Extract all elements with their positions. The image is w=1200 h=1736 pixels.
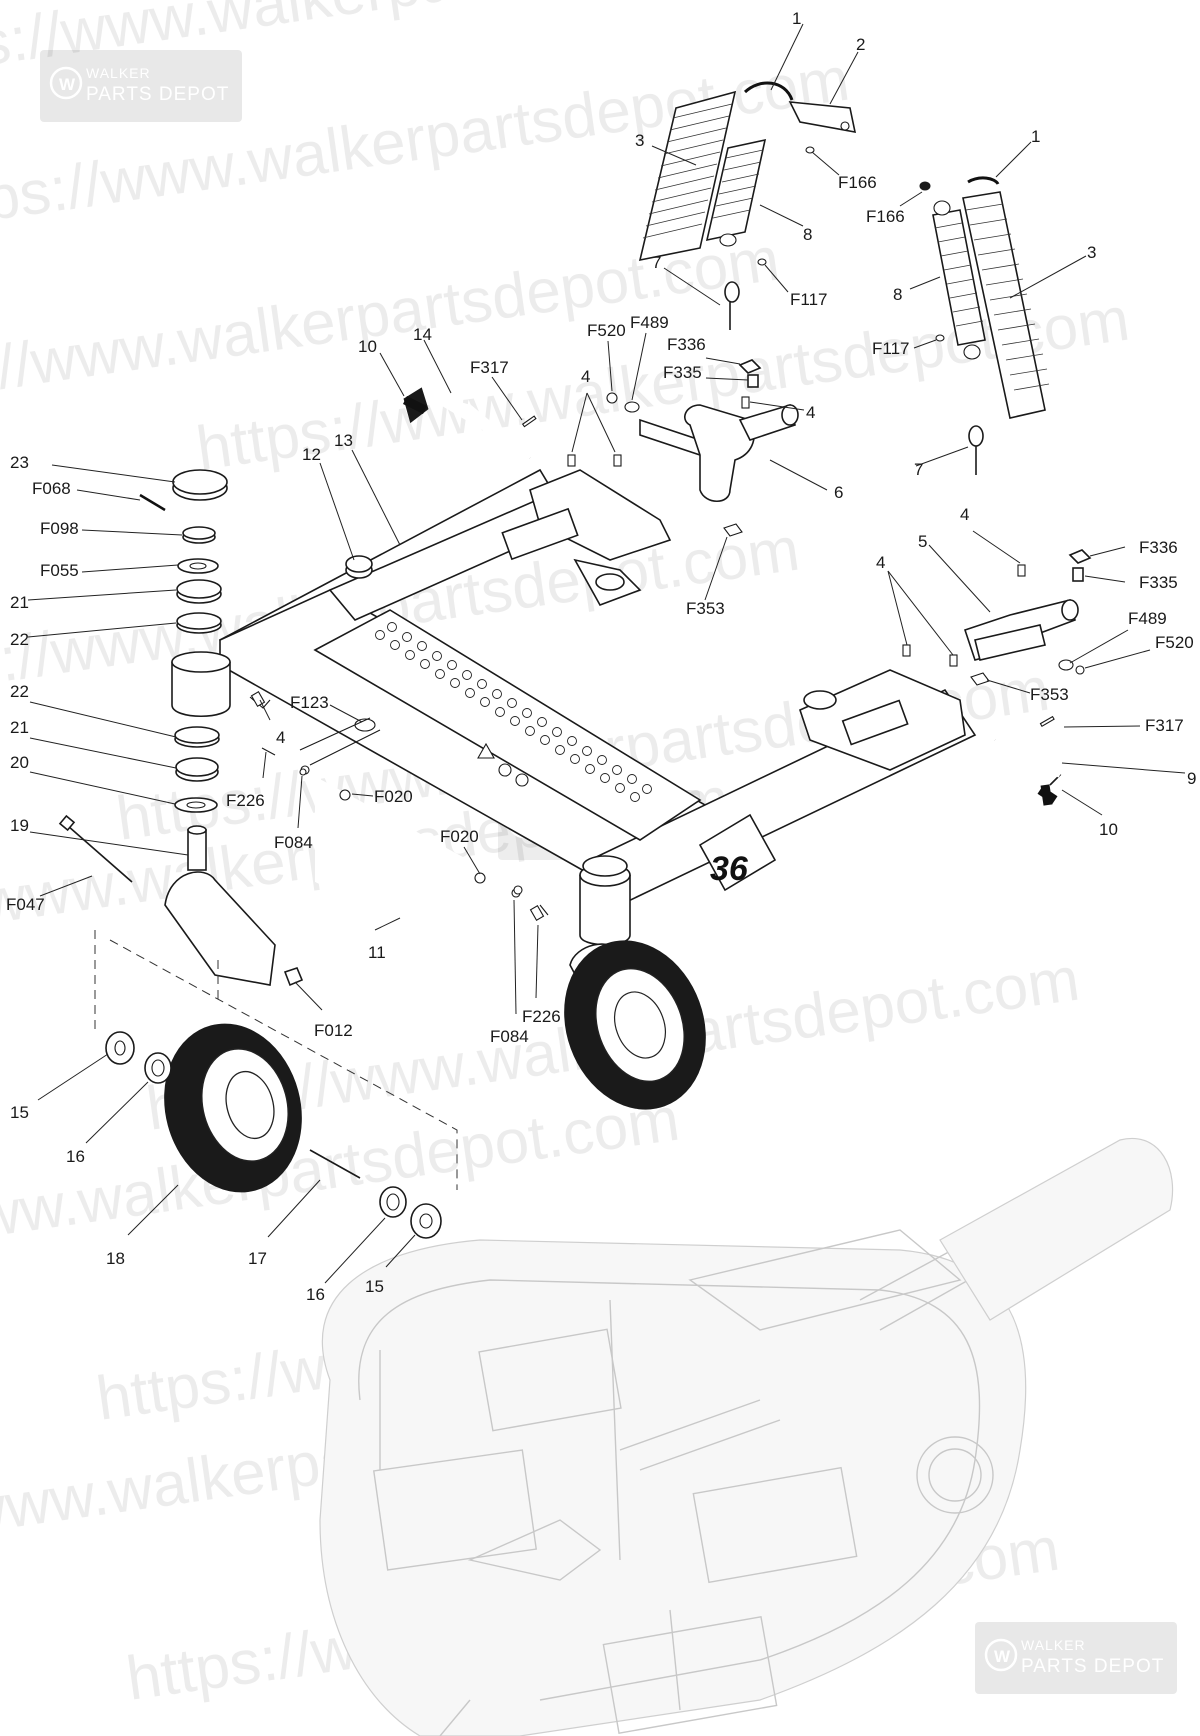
callout-f353: F353 bbox=[686, 599, 725, 618]
callout-f226: F226 bbox=[522, 1007, 561, 1026]
callout-20: 20 bbox=[10, 753, 29, 772]
callout-14: 14 bbox=[413, 325, 432, 344]
callout-f055: F055 bbox=[40, 561, 79, 580]
left-pivot-arm bbox=[639, 403, 799, 503]
callout-6: 6 bbox=[834, 483, 843, 502]
mower-deck-ghost bbox=[319, 1137, 1174, 1736]
callout-11: 11 bbox=[368, 943, 386, 962]
callout-10: 10 bbox=[1099, 820, 1118, 839]
callout-4: 4 bbox=[876, 553, 885, 572]
right-pivot-arm bbox=[963, 599, 1079, 661]
callout-f020: F020 bbox=[440, 827, 479, 846]
callout-22: 22 bbox=[10, 630, 29, 649]
callout-f336: F336 bbox=[1139, 538, 1178, 557]
callout-7: 7 bbox=[652, 253, 661, 272]
callout-4: 4 bbox=[276, 728, 285, 747]
callout-f117: F117 bbox=[790, 290, 828, 309]
callout-19: 19 bbox=[10, 816, 29, 835]
callout-4: 4 bbox=[581, 367, 590, 386]
callout-18: 18 bbox=[106, 1249, 125, 1268]
logo-mark: W bbox=[59, 75, 76, 94]
callout-f520: F520 bbox=[1155, 633, 1194, 652]
callout-8: 8 bbox=[803, 225, 812, 244]
deck-size-label: 36 bbox=[710, 850, 749, 888]
callout-f123: F123 bbox=[290, 693, 329, 712]
callout-f335: F335 bbox=[663, 363, 702, 382]
safety-label-icon bbox=[498, 763, 512, 777]
safety-label-icon bbox=[515, 773, 529, 787]
callout-21: 21 bbox=[10, 593, 29, 612]
callout-3: 3 bbox=[1087, 243, 1096, 262]
callout-f084: F084 bbox=[274, 833, 313, 852]
callout-f489: F489 bbox=[1128, 609, 1167, 628]
callout-12: 12 bbox=[302, 445, 321, 464]
leader-lines bbox=[27, 23, 1186, 1284]
callout-f020: F020 bbox=[374, 787, 413, 806]
left-lift-handle bbox=[402, 387, 537, 461]
callout-f317: F317 bbox=[1145, 716, 1184, 735]
callout-f489: F489 bbox=[630, 313, 669, 332]
logo-line1: WALKER bbox=[1021, 1637, 1086, 1653]
callout-f166: F166 bbox=[838, 173, 877, 192]
callout-4: 4 bbox=[960, 505, 969, 524]
callout-5: 5 bbox=[918, 532, 927, 551]
right-lift-handle bbox=[993, 715, 1062, 806]
callout-f117: F117 bbox=[872, 339, 910, 358]
callout-f098: F098 bbox=[40, 519, 79, 538]
callout-f166: F166 bbox=[866, 207, 905, 226]
main-frame: 36 bbox=[218, 468, 977, 907]
callout-1: 1 bbox=[792, 9, 801, 28]
walker-logo-icon bbox=[49, 66, 83, 100]
callout-13: 13 bbox=[334, 431, 353, 450]
left-caster-assembly bbox=[58, 469, 458, 1239]
callout-f068: F068 bbox=[32, 479, 71, 498]
callout-f520: F520 bbox=[587, 321, 626, 340]
lift-bail bbox=[249, 691, 549, 977]
warning-label-icon bbox=[477, 742, 495, 759]
logo-line2: PARTS DEPOT bbox=[86, 84, 229, 105]
callout-10: 10 bbox=[358, 337, 377, 356]
callout-f226: F226 bbox=[226, 791, 265, 810]
callout-7: 7 bbox=[914, 460, 923, 479]
callout-21: 21 bbox=[10, 718, 29, 737]
callout-9: 9 bbox=[1187, 769, 1196, 788]
callout-f335: F335 bbox=[1139, 573, 1178, 592]
callout-1: 1 bbox=[1031, 127, 1040, 146]
callout-f317: F317 bbox=[470, 358, 509, 377]
callout-f353: F353 bbox=[1030, 685, 1069, 704]
callout-8: 8 bbox=[893, 285, 902, 304]
callout-15: 15 bbox=[365, 1277, 384, 1296]
logo-line2: PARTS DEPOT bbox=[1021, 1656, 1164, 1677]
callout-f047: F047 bbox=[6, 895, 45, 914]
callout-23: 23 bbox=[10, 453, 29, 472]
callout-22: 22 bbox=[10, 682, 29, 701]
callout-17: 17 bbox=[248, 1249, 267, 1268]
walker-logo-bottom-right: W WALKER PARTS DEPOT bbox=[975, 1622, 1177, 1694]
springs bbox=[638, 90, 1050, 419]
plate-holes bbox=[375, 622, 652, 802]
callout-16: 16 bbox=[306, 1285, 325, 1304]
logo-mark: W bbox=[994, 1647, 1011, 1666]
callout-16: 16 bbox=[66, 1147, 85, 1166]
callout-f336: F336 bbox=[667, 335, 706, 354]
logo-line1: WALKER bbox=[86, 65, 151, 81]
callout-4: 4 bbox=[806, 403, 815, 422]
walker-logo-top-left: W WALKER PARTS DEPOT bbox=[40, 50, 242, 122]
hardware bbox=[139, 81, 1092, 686]
callout-3: 3 bbox=[635, 131, 644, 150]
callout-2: 2 bbox=[856, 35, 865, 54]
right-caster-assembly bbox=[564, 855, 706, 1110]
callout-15: 15 bbox=[10, 1103, 29, 1122]
callout-f084: F084 bbox=[490, 1027, 529, 1046]
callout-f012: F012 bbox=[314, 1021, 353, 1040]
callout-labels: 1 2 3 F166 8 1 F166 3 8 7 F117 F117 F520… bbox=[6, 9, 1196, 1304]
walker-logo-icon bbox=[984, 1638, 1018, 1672]
